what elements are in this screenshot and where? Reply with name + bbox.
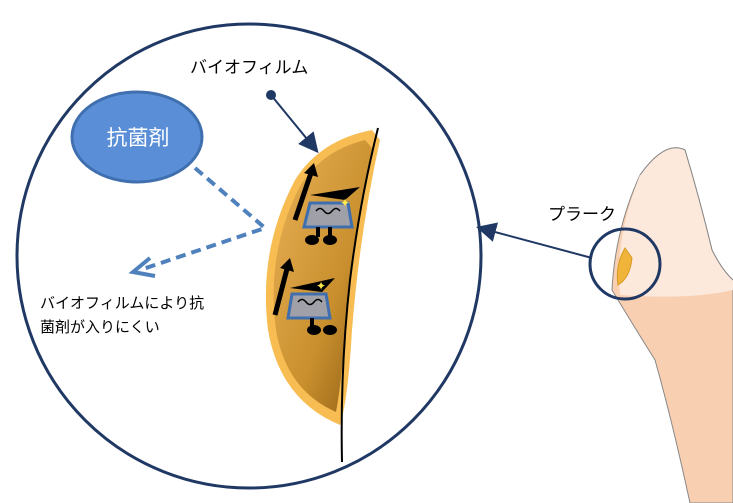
tooth	[611, 147, 733, 503]
description-line-1: バイオフィルムにより抗	[40, 294, 205, 312]
blocked-dashed-arrow	[139, 166, 269, 272]
magnified-view-circle	[15, 22, 483, 490]
dashed-arrow-head	[128, 256, 156, 278]
plaque-label: プラーク	[548, 205, 616, 225]
antibacterial-agent-label: 抗菌剤	[106, 126, 170, 150]
zoom-arrow	[476, 222, 593, 259]
biofilm-pointer-arrow	[270, 94, 319, 154]
antibacterial-agent-ellipse	[70, 90, 204, 184]
svg-text:✦: ✦	[316, 279, 326, 293]
plaque-magnifier-circle	[588, 227, 662, 301]
svg-text:✦: ✦	[340, 196, 350, 210]
bacterium: ✦	[272, 258, 337, 335]
description-line-2: 菌剤が入りにくい	[40, 318, 160, 336]
biofilm-label: バイオフィルム	[190, 58, 309, 78]
description-text: バイオフィルムにより抗 菌剤が入りにくい	[40, 291, 204, 339]
plaque-spot	[616, 247, 633, 286]
bacterium: ✦	[292, 163, 360, 245]
